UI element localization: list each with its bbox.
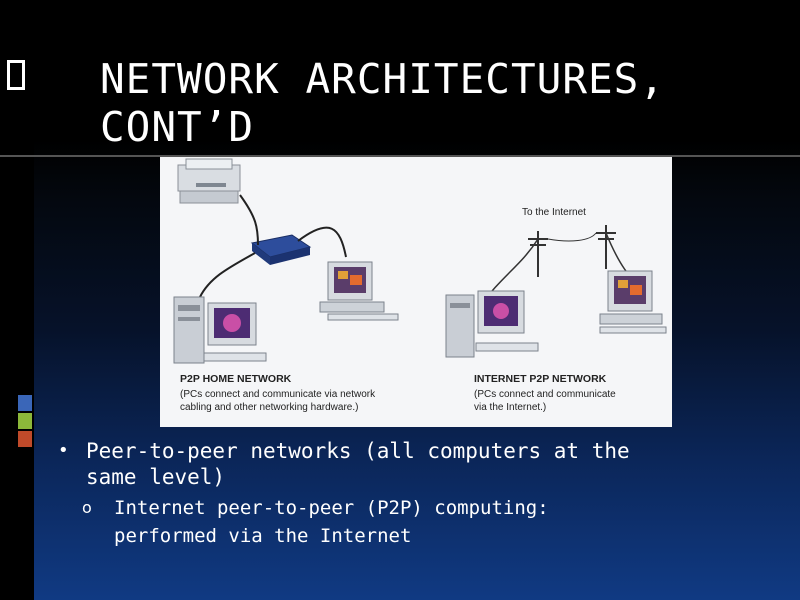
bullet-level-1: • Peer-to-peer networks (all computers a…: [60, 438, 760, 490]
internet-label: To the Internet: [522, 207, 586, 219]
bullet-level-2: o Internet peer-to-peer (P2P) computing:…: [60, 494, 760, 550]
bullet-circle-icon: o: [82, 494, 92, 522]
accent-block-blue: [18, 395, 32, 411]
slide-title-line-1: NETWORK ARCHITECTURES,: [100, 55, 780, 103]
bullet-level-1-text-line-2: same level): [86, 464, 760, 490]
corner-bracket-decoration: [7, 60, 25, 90]
home-network-desc-line-2: cabling and other networking hardware.): [180, 402, 358, 414]
internet-pc-right-icon: [600, 271, 666, 333]
slide-title-line-2: CONT’D: [100, 103, 780, 151]
home-network-title: P2P HOME NETWORK: [180, 373, 291, 385]
bullet-level-1-text-line-1: Peer-to-peer networks (all computers at …: [86, 438, 760, 464]
accent-blocks: [18, 395, 32, 449]
internet-network-desc-line-1: (PCs connect and communicate: [474, 389, 616, 401]
internet-pc-left-icon: [446, 291, 538, 357]
bullet-list: • Peer-to-peer networks (all computers a…: [60, 438, 760, 550]
accent-block-red: [18, 431, 32, 447]
slide-title: NETWORK ARCHITECTURES, CONT’D: [100, 55, 780, 151]
bullet-level-2-text-line-2: performed via the Internet: [114, 522, 760, 550]
internet-network-desc-line-2: via the Internet.): [474, 402, 546, 414]
home-network-desc-line-1: (PCs connect and communicate via network: [180, 389, 375, 401]
bullet-level-2-text-line-1: Internet peer-to-peer (P2P) computing:: [114, 494, 760, 522]
left-margin-strip: [0, 0, 34, 600]
bullet-dot-icon: •: [58, 438, 69, 464]
network-diagram-figure: To the Internet P2P HOME NETWORK (PCs co…: [160, 157, 672, 427]
network-diagram-illustration: [160, 157, 672, 427]
accent-block-green: [18, 413, 32, 429]
home-pc-right-icon: [320, 262, 398, 320]
home-pc-left-icon: [174, 297, 266, 363]
printer-icon: [178, 159, 240, 203]
internet-network-title: INTERNET P2P NETWORK: [474, 373, 606, 385]
